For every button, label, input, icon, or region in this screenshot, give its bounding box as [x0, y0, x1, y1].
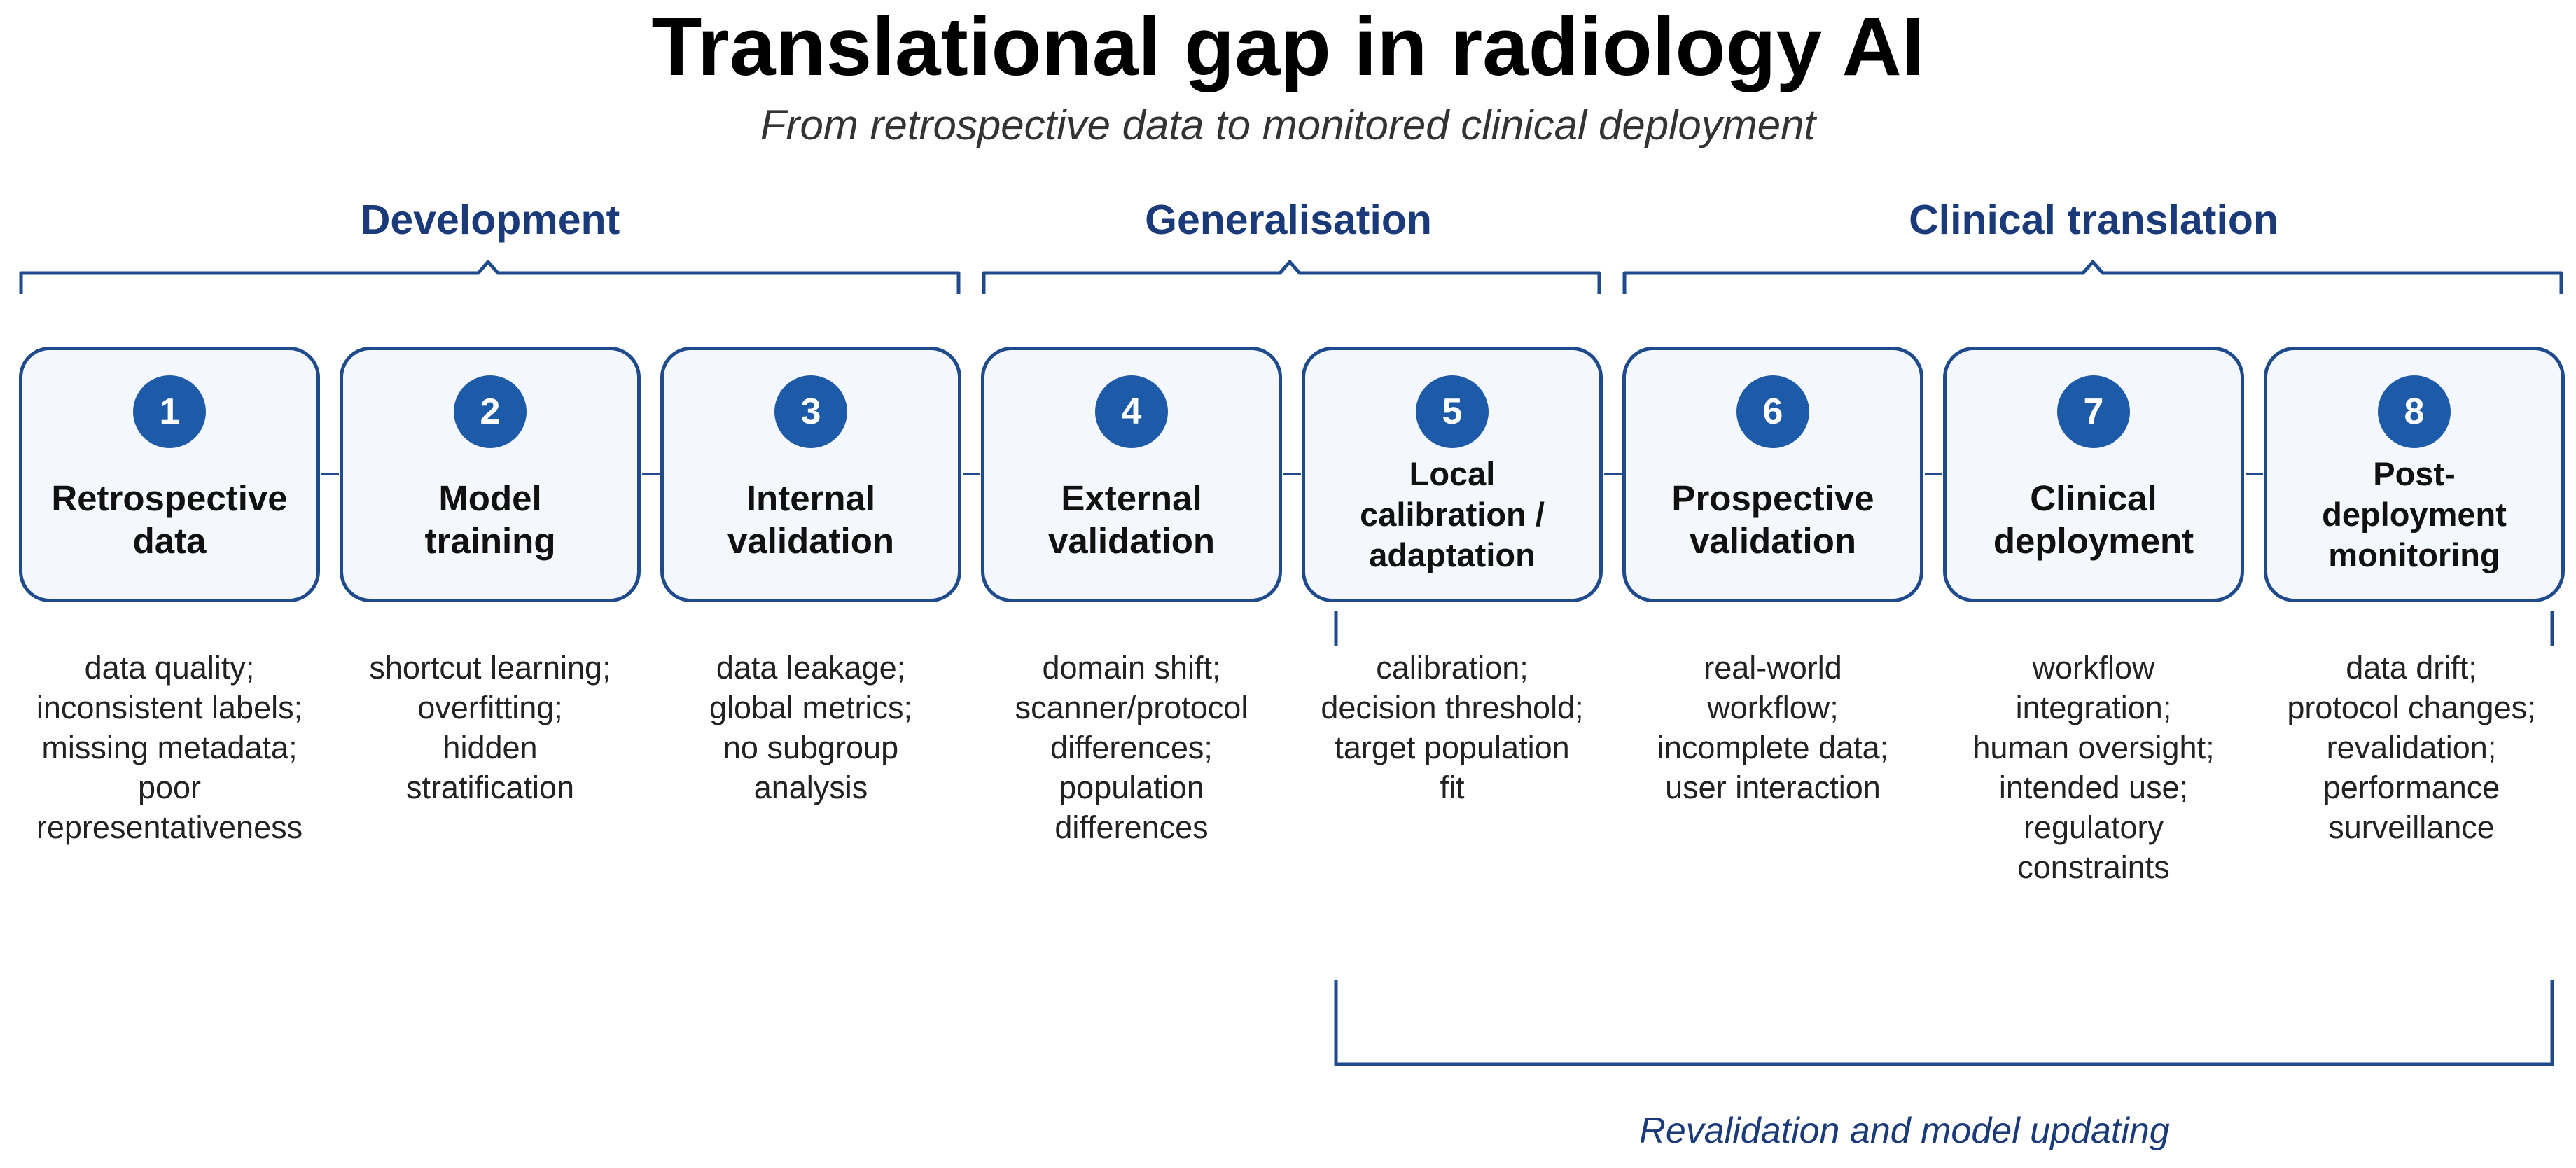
- phase-label-clinical-translation: Clinical translation: [1909, 197, 2278, 243]
- step-label: Retrospective data: [51, 478, 288, 561]
- feedback-loop-bracket: [1334, 980, 2554, 1066]
- step-number-badge: 5: [1416, 375, 1489, 448]
- step-number-badge: 1: [133, 375, 206, 448]
- phase-bracket-generalisation: [982, 260, 1601, 294]
- step-number-badge: 4: [1095, 375, 1168, 448]
- step-box-prospective-validation: 6 Prospective validation: [1622, 347, 1923, 602]
- step-box-external-validation: 4 External validation: [981, 347, 1282, 602]
- step-box-clinical-deployment: 7 Clinical deployment: [1943, 347, 2244, 602]
- phase-bracket-clinical-translation: [1622, 260, 2563, 294]
- challenges-step-6: real-world workflow; incomplete data; us…: [1657, 650, 1889, 805]
- step-box-local-calibration: 5 Local calibration / adaptation: [1302, 347, 1603, 602]
- phase-bracket-development: [19, 260, 961, 294]
- challenges-step-1: data quality; inconsistent labels; missi…: [36, 650, 303, 845]
- step-number-badge: 6: [1736, 375, 1809, 448]
- step-label: Local calibration / adaptation: [1360, 454, 1545, 573]
- feedback-loop-label: Revalidation and model updating: [1639, 1111, 2170, 1151]
- step-number-badge: 2: [454, 375, 527, 448]
- page-title: Translational gap in radiology AI: [651, 1, 1925, 93]
- challenges-step-4: domain shift; scanner/protocol differenc…: [1015, 650, 1248, 845]
- step-label: Post- deployment monitoring: [2322, 454, 2507, 573]
- challenges-step-2: shortcut learning; overfitting; hidden s…: [369, 650, 611, 805]
- step-label: Model training: [424, 478, 556, 561]
- step-number-badge: 3: [774, 375, 847, 448]
- challenges-step-7: workflow integration; human oversight; i…: [1972, 650, 2215, 885]
- phase-label-development: Development: [360, 197, 620, 243]
- challenges-step-3: data leakage; global metrics; no subgrou…: [709, 650, 913, 805]
- step-label: Internal validation: [727, 478, 895, 561]
- step-label: Prospective validation: [1671, 478, 1874, 561]
- step-box-internal-validation: 3 Internal validation: [660, 347, 961, 602]
- phase-label-generalisation: Generalisation: [1145, 197, 1432, 243]
- step-number-badge: 8: [2378, 375, 2451, 448]
- page-subtitle: From retrospective data to monitored cli…: [760, 102, 1816, 148]
- step-label: External validation: [1047, 478, 1216, 561]
- challenges-step-8: data drift; protocol changes; revalidati…: [2287, 650, 2536, 845]
- step-box-model-training: 2 Model training: [340, 347, 641, 602]
- step-label: Clinical deployment: [1993, 478, 2194, 561]
- step-number-badge: 7: [2057, 375, 2130, 448]
- step-box-retrospective-data: 1 Retrospective data: [19, 347, 320, 602]
- step-box-post-deployment-monitoring: 8 Post- deployment monitoring: [2264, 347, 2565, 602]
- challenges-step-5: calibration; decision threshold; target …: [1321, 650, 1584, 805]
